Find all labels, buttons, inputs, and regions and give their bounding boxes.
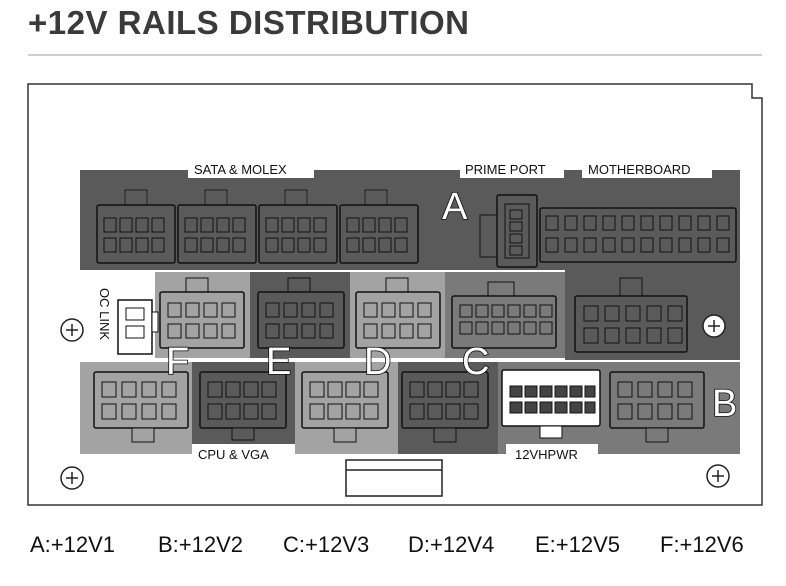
label-motherboard: MOTHERBOARD xyxy=(588,162,691,177)
connector-sata-1 xyxy=(96,189,176,264)
label-12vhpwr: 12VHPWR xyxy=(515,447,578,462)
rail-letter-b: B xyxy=(712,383,737,425)
connector-12vhpwr xyxy=(501,369,601,439)
page-title: +12V RAILS DISTRIBUTION xyxy=(28,4,470,41)
connector-lower-e xyxy=(199,371,287,441)
connector-motherboard-cpu xyxy=(574,277,688,353)
connector-sata-4 xyxy=(339,189,419,264)
screw-icon xyxy=(60,314,730,490)
connector-oc-link xyxy=(117,299,159,355)
rail-letter-a: A xyxy=(442,186,468,228)
legend-item-b: B:+12V2 xyxy=(158,532,244,557)
label-bg-mb xyxy=(582,160,712,178)
rail-legend: A:+12V1 B:+12V2 C:+12V3 D:+12V4 E:+12V5 … xyxy=(30,532,760,562)
label-oc-link: OC LINK xyxy=(97,288,112,340)
label-prime-port: PRIME PORT xyxy=(465,162,546,177)
sata-molex-connectors xyxy=(96,189,419,264)
connector-motherboard xyxy=(539,207,737,263)
label-bg-prime xyxy=(460,160,564,178)
rail-letter-e: E xyxy=(266,341,291,383)
rail-letter-c: C xyxy=(462,341,489,383)
legend-item-d: D:+12V4 xyxy=(408,532,495,557)
connector-upper-d xyxy=(355,277,441,349)
label-cpu-vga: CPU & VGA xyxy=(198,447,269,462)
connector-lower-d xyxy=(301,371,389,443)
legend-item-a: A:+12V1 xyxy=(30,532,116,557)
connector-sata-3 xyxy=(258,189,338,264)
connector-upper-e xyxy=(257,277,345,349)
title-divider xyxy=(28,54,762,56)
legend-item-e: E:+12V5 xyxy=(535,532,621,557)
label-bg-hpwr xyxy=(506,444,598,464)
connector-upper-f xyxy=(159,277,245,349)
connector-lower-f xyxy=(93,371,189,443)
label-bg-sata xyxy=(188,160,314,178)
rail-letter-f: F xyxy=(166,341,189,383)
rail-letter-d: D xyxy=(364,341,391,383)
connector-sata-2 xyxy=(177,189,257,264)
legend-item-f: F:+12V6 xyxy=(660,532,744,557)
connector-lower-c xyxy=(401,371,489,443)
label-bg-cpu xyxy=(192,444,288,464)
power-latch xyxy=(345,459,443,497)
label-sata-molex: SATA & MOLEX xyxy=(194,162,287,177)
connector-upper-c xyxy=(451,281,557,349)
connector-lower-b xyxy=(609,371,705,443)
connector-prime-port xyxy=(479,194,538,268)
legend-item-c: C:+12V3 xyxy=(283,532,370,557)
